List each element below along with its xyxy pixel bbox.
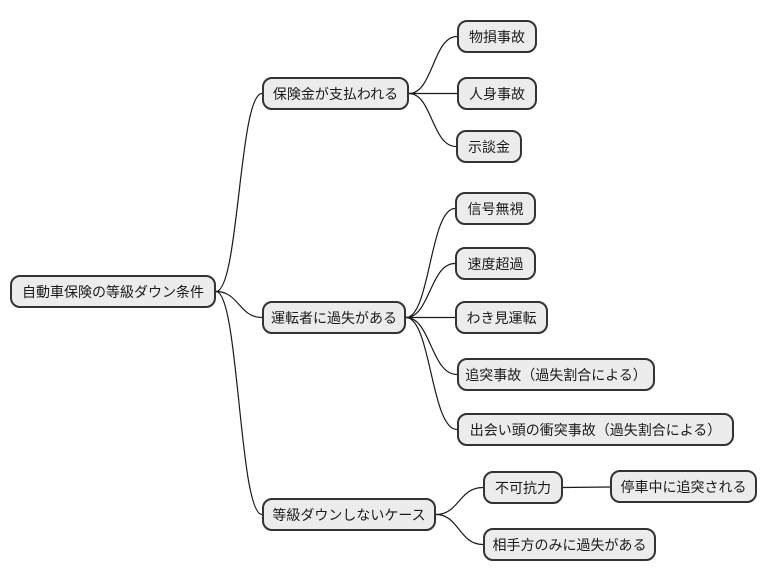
edge-root-to-no-downgrade	[215, 290, 263, 516]
node-crossing-collision: 出会い頭の衝突事故（過失割合による）	[457, 413, 734, 446]
edge-to-other-party-fault	[435, 513, 484, 546]
node-root: 自動車保険の等級ダウン条件	[10, 275, 216, 308]
node-insurance-paid: 保険金が支払われる	[262, 77, 409, 110]
node-signal-ignored: 信号無視	[455, 192, 536, 225]
edge-to-crossing-collision	[405, 316, 458, 431]
edge-to-rear-end-collision	[405, 316, 458, 376]
edge-to-property-damage	[408, 35, 458, 95]
node-speeding: 速度超過	[455, 247, 536, 280]
node-force-majeure: 不可抗力	[483, 471, 563, 504]
edge-to-speeding	[405, 262, 456, 319]
node-no-downgrade: 等級ダウンしないケース	[262, 498, 436, 531]
node-rear-end-collision: 追突事故（過失割合による）	[457, 358, 655, 391]
edge-to-force-majeure	[435, 486, 484, 516]
node-distracted-driving: わき見運転	[455, 301, 548, 334]
edge-root-to-driver-fault	[215, 290, 263, 319]
node-property-damage: 物損事故	[457, 20, 537, 53]
node-driver-fault: 運転者に過失がある	[262, 301, 406, 334]
node-rear-ended-while-stopped: 停車中に追突される	[610, 470, 757, 503]
node-settlement-money: 示談金	[456, 130, 522, 163]
node-bodily-injury: 人身事故	[457, 77, 537, 110]
edge-to-settlement-money	[408, 92, 457, 148]
edge-to-rear-ended-stopped	[562, 486, 611, 489]
node-other-party-fault: 相手方のみに過失がある	[483, 528, 656, 561]
edge-to-signal-ignored	[405, 207, 456, 319]
edge-root-to-insurance-paid	[215, 92, 263, 293]
